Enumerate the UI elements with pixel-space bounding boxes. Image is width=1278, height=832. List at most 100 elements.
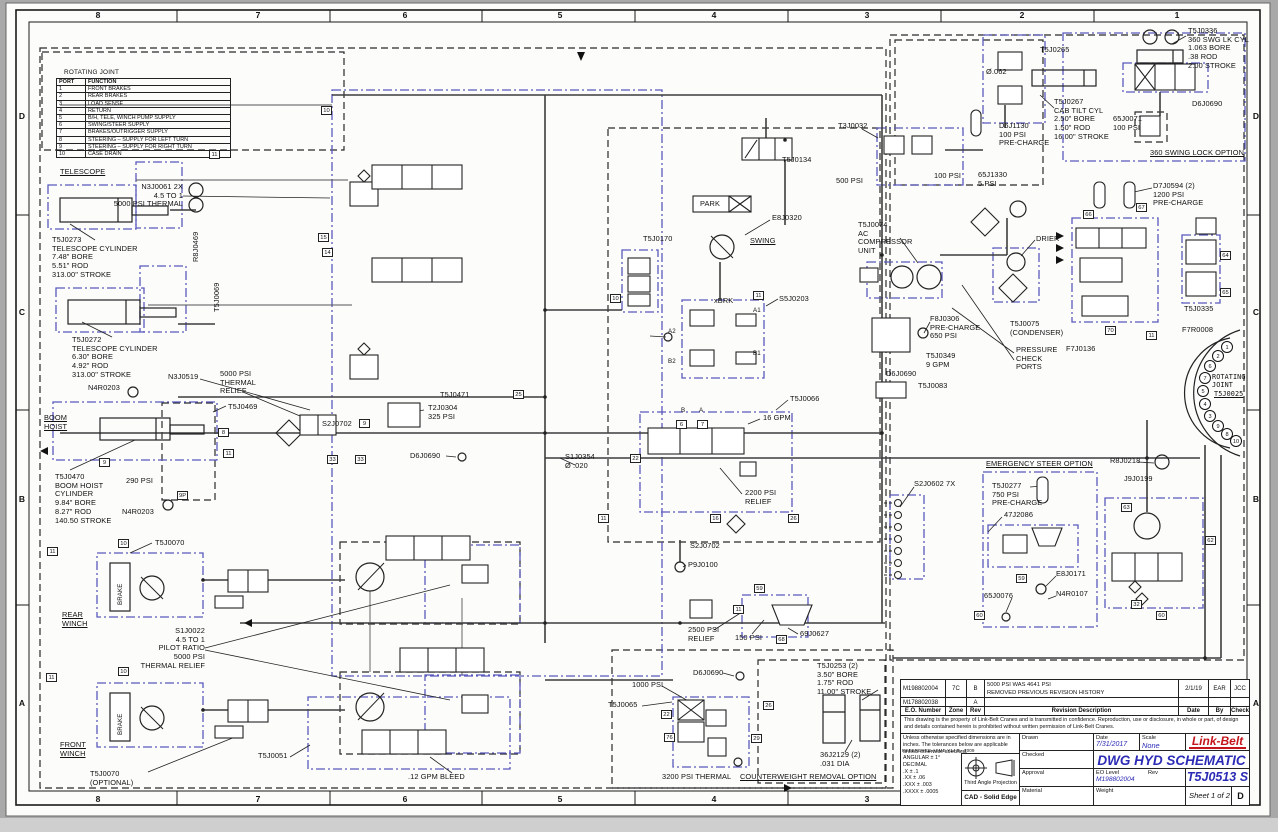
xbrk-label: xBRK [714,296,734,305]
line-tag: 22 [630,454,641,463]
cad-system-cell: CAD - Solid Edge [961,790,1020,806]
line-tag: 33 [327,455,338,464]
thermal-3200-label: 3200 PSI THERMAL [662,772,732,781]
line-tag: 9 [359,419,370,428]
zone-col-4-bottom: 4 [711,794,717,804]
zone-col-4-top: 4 [711,10,717,20]
date-cell: Date 7/31/2017 [1093,733,1140,751]
line-tag: 66 [1083,210,1094,219]
rev1-description: 5000 PSI WAS 4641 PSI REMOVED PREVIOUS R… [984,679,1179,698]
n4r0203-gauge-a: N4R0203 [88,383,120,392]
drawn-cell: Drawn [1019,733,1094,751]
port-b1-label: B1 [753,350,761,357]
r8j0469-label: R8J0469 [191,231,200,262]
emergency-steer-option-label: EMERGENCY STEER OPTION [986,459,1093,468]
t5j0134-label: T5J0134 [782,155,812,164]
d6j1130-note: D6J1130 100 PSI PRE-CHARGE [999,121,1050,148]
relief-2500-note: 2500 PSI RELIEF [688,625,720,643]
psi-150-label: 150 PSI [735,633,762,642]
counterweight-option-label: COUNTERWEIGHT REMOVAL OPTION [740,772,877,781]
d6j0690-e-label: D6J0690 [886,369,917,378]
checked-cell: Checked [1019,750,1094,769]
drier-label: DRIER [1036,234,1060,243]
t5j0469-label: T5J0469 [228,402,258,411]
d6j0690-d-label: D6J0690 [1192,99,1223,108]
t5j0066-label: T5J0066 [790,394,820,403]
rev1-eo-number: M198802004 [900,679,946,698]
rotating-joint-port: 1 [1221,341,1233,353]
cab-tilt-note: T5J0267 CAB TILT CYL 2.50" BORE 1.50" RO… [1054,97,1109,141]
line-tag: 11 [598,514,609,523]
scale-cell: Scale None [1139,733,1186,751]
port-a-label: A [699,407,704,414]
s2j0602-note: S2J0602 7X [914,479,956,488]
rotating-joint-callout: ROTATING JOINT [1212,373,1246,390]
line-tag: 10 [321,106,332,115]
69j0627-label: 69J0627 [800,629,830,638]
s2j0702-a-label: S2J0702 [322,419,352,428]
telescope-section-label: TELESCOPE [60,167,106,176]
psi-500-label: 500 PSI [836,176,863,185]
65j0071-note: 65J0071 100 PSI [1113,114,1143,132]
line-tag: 10 [118,667,129,676]
scale-value: None [1142,741,1160,750]
sheet-number: Sheet 1 of 2 [1185,786,1232,806]
line-tag: 60 [974,611,985,620]
zone-row-c-right: C [1252,307,1260,317]
telescope-cylinder1-note: T5J0273 TELESCOPE CYLINDER 7.48" BORE 5.… [52,235,138,279]
logo-cell: Link-Belt CRANES [1185,733,1250,751]
line-tag: 11 [223,449,234,458]
port-a1-label: A1 [753,307,761,314]
relief-2200-note: 2200 PSI RELIEF [745,488,777,506]
line-tag: 60 [1156,611,1167,620]
reference-standard: REFERENCE ASME Y14.5 - 2009 [902,748,975,753]
line-tag: 16 [710,514,721,523]
65j1330-note: 65J1330 5 PSI [978,170,1008,188]
front-winch-section-label: FRONT WINCH [60,740,86,758]
t3j0032-label: T3J0032 [838,121,868,130]
line-tag: 15 [318,233,329,242]
p9j0100-label: P9J0100 [688,560,718,569]
zone-col-6-top: 6 [402,10,408,20]
zone-col-8-bottom: 8 [95,794,101,804]
t5j0170-label: T5J0170 [643,234,673,243]
rotating-joint-port: 6 [1204,360,1216,372]
t5j0083-label: T5J0083 [918,381,948,390]
t5j0070-rear-label: T5J0070 [155,538,185,547]
third-angle-projection-icon [965,757,1015,779]
t5j0069-label: T5J0069 [212,282,221,312]
zone-col-5-bottom: 5 [557,794,563,804]
telescope-relief-note: N3J0061 2X 4.5 TO 1 5000 PSI THERMAL [113,182,183,209]
line-tag: 11 [1146,331,1157,340]
zone-col-2-top: 2 [1019,10,1025,20]
approval-cell: Approval [1019,768,1094,787]
line-tag: 11 [733,605,744,614]
zone-col-7-bottom: 7 [255,794,261,804]
rotating-joint-port: 4 [1199,398,1211,410]
s1j0022-note: S1J0022 4.5 TO 1 PILOT RATIO 5000 PSI TH… [140,626,205,670]
zone-row-d-right: D [1252,111,1260,121]
line-tag: 64 [1220,251,1231,260]
line-tag: 9P [177,491,189,500]
f7r0008-label: F7R0008 [1182,325,1214,334]
port-b-label: B [681,407,686,414]
zone-col-3-top: 3 [864,10,870,20]
rev1-date: 2/1/19 [1178,679,1209,698]
line-tag: 76 [664,733,675,742]
e8j0320-label: E8J0320 [772,213,802,222]
zone-row-a-right: A [1252,698,1260,708]
line-tag: 63 [1121,503,1132,512]
zone-row-b-left: B [18,494,26,504]
line-tag: 10 [610,294,621,303]
rear-winch-section-label: REAR WINCH [62,610,88,628]
j9j0199-label: J9J0199 [1124,474,1153,483]
line-tag: 9 [99,458,110,467]
line-tag: 6 [676,420,687,429]
rotating-joint-table-title: ROTATING JOINT [64,69,120,76]
rev1-by: EAR [1208,679,1231,698]
rotating-joint-port: 2 [1212,350,1224,362]
line-tag: 62 [1205,536,1216,545]
t5j0335-label: T5J0335 [1184,304,1214,313]
line-tag: 22 [661,710,672,719]
